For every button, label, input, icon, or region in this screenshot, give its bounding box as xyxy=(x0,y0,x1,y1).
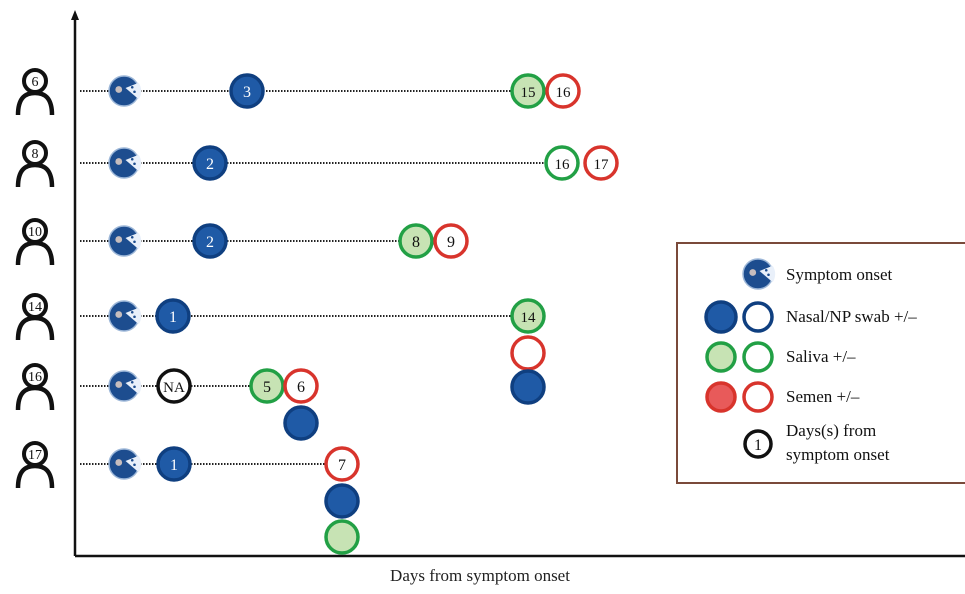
legend-label-nasal: Nasal/NP swab +/– xyxy=(786,307,917,326)
semen-negative-marker: 9 xyxy=(433,223,469,259)
patient-id-label: 17 xyxy=(28,448,42,463)
day-label: 17 xyxy=(594,157,610,173)
saliva-positive-marker: 15 xyxy=(510,73,546,109)
day-label: 15 xyxy=(521,85,536,101)
nasal-positive-marker: 2 xyxy=(192,145,228,181)
day-label: 16 xyxy=(555,157,571,173)
symptom-onset-icon xyxy=(108,147,142,179)
day-label: NA xyxy=(163,380,185,396)
semen-negative-marker: 6 xyxy=(283,368,319,404)
patient-icon: 6 xyxy=(15,68,55,116)
symptom-onset-icon xyxy=(742,258,776,290)
semen-negative-icon xyxy=(742,381,774,413)
symptom-onset-icon xyxy=(108,448,142,480)
symptom-onset-icon xyxy=(108,370,142,402)
legend-row-saliva: Saliva +/– xyxy=(678,337,965,377)
legend-row-onset: Symptom onset xyxy=(678,254,965,294)
legend-label-saliva: Saliva +/– xyxy=(786,347,856,366)
saliva-positive-marker: 5 xyxy=(249,368,285,404)
nasal-positive-marker: 1 xyxy=(155,298,191,334)
semen-negative-marker: 16 xyxy=(545,73,581,109)
semen-positive-icon xyxy=(705,381,737,413)
legend: Symptom onset Nasal/NP swab +/– Saliva +… xyxy=(676,242,965,484)
day-label: 9 xyxy=(447,234,455,251)
patient-id-label: 14 xyxy=(28,300,42,315)
day-label: 2 xyxy=(206,234,214,251)
semen-negative-marker xyxy=(510,335,546,371)
patient-id-label: 8 xyxy=(32,147,39,162)
legend-day-example: 1 xyxy=(754,437,762,454)
patient-icon: 16 xyxy=(15,363,55,411)
semen-negative-marker: 7 xyxy=(324,446,360,482)
legend-label-onset: Symptom onset xyxy=(786,265,893,284)
patient-row: 6 3 15 16 xyxy=(15,68,581,116)
patient-icon: 14 xyxy=(15,293,55,341)
axes xyxy=(71,10,965,558)
day-marker: NA xyxy=(156,368,192,404)
saliva-negative-icon xyxy=(742,341,774,373)
patient-id-label: 10 xyxy=(28,225,42,240)
day-label: 3 xyxy=(243,84,251,101)
symptom-onset-legend-icon xyxy=(742,258,776,290)
nasal-positive-marker xyxy=(283,405,319,441)
symptom-onset-icon xyxy=(108,75,142,107)
legend-label-semen: Semen +/– xyxy=(786,387,860,406)
legend-row-semen: Semen +/– xyxy=(678,377,965,417)
legend-label-days-line1: Days(s) from xyxy=(786,421,877,440)
day-label: 6 xyxy=(297,379,305,396)
semen-negative-marker: 17 xyxy=(583,145,619,181)
y-axis-arrow xyxy=(71,10,79,20)
patient-icon: 17 xyxy=(15,441,55,489)
day-label: 16 xyxy=(556,85,572,101)
day-circle-icon: 1 xyxy=(743,429,773,459)
patient-icon: 8 xyxy=(15,140,55,188)
day-label: 8 xyxy=(412,234,420,251)
saliva-positive-marker: 8 xyxy=(398,223,434,259)
nasal-positive-marker xyxy=(510,369,546,405)
saliva-positive-icon xyxy=(705,341,737,373)
patient-icon: 10 xyxy=(15,218,55,266)
saliva-positive-marker xyxy=(324,519,360,555)
day-label: 5 xyxy=(263,379,271,396)
saliva-negative-marker: 16 xyxy=(544,145,580,181)
nasal-negative-icon xyxy=(742,301,774,333)
patient-id-label: 6 xyxy=(32,75,39,90)
legend-row-days: 1 Days(s) from symptom onset xyxy=(678,420,965,470)
x-axis-label: Days from symptom onset xyxy=(390,566,570,585)
nasal-positive-marker: 1 xyxy=(156,446,192,482)
day-label: 1 xyxy=(170,457,178,474)
patient-row: 14 1 14 xyxy=(15,293,546,405)
symptom-onset-icon xyxy=(108,225,142,257)
patient-id-label: 16 xyxy=(28,370,42,385)
patient-row: 8 2 16 17 xyxy=(15,140,619,188)
legend-row-nasal: Nasal/NP swab +/– xyxy=(678,297,965,337)
symptom-onset-icon xyxy=(108,300,142,332)
semen-icons xyxy=(705,381,774,413)
day-label: 2 xyxy=(206,156,214,173)
nasal-positive-marker xyxy=(324,483,360,519)
day-label: 7 xyxy=(338,457,346,474)
nasal-positive-marker: 2 xyxy=(192,223,228,259)
day-label: 1 xyxy=(169,309,177,326)
saliva-positive-marker: 14 xyxy=(510,298,546,334)
nasal-swab-icons xyxy=(704,300,774,334)
day-label: 14 xyxy=(521,310,537,326)
nasal-positive-icon xyxy=(704,300,738,334)
nasal-positive-marker: 3 xyxy=(229,73,265,109)
patient-row: 10 2 8 9 xyxy=(15,218,469,266)
saliva-icons xyxy=(705,341,774,373)
legend-label-days-line2: symptom onset xyxy=(786,445,890,464)
